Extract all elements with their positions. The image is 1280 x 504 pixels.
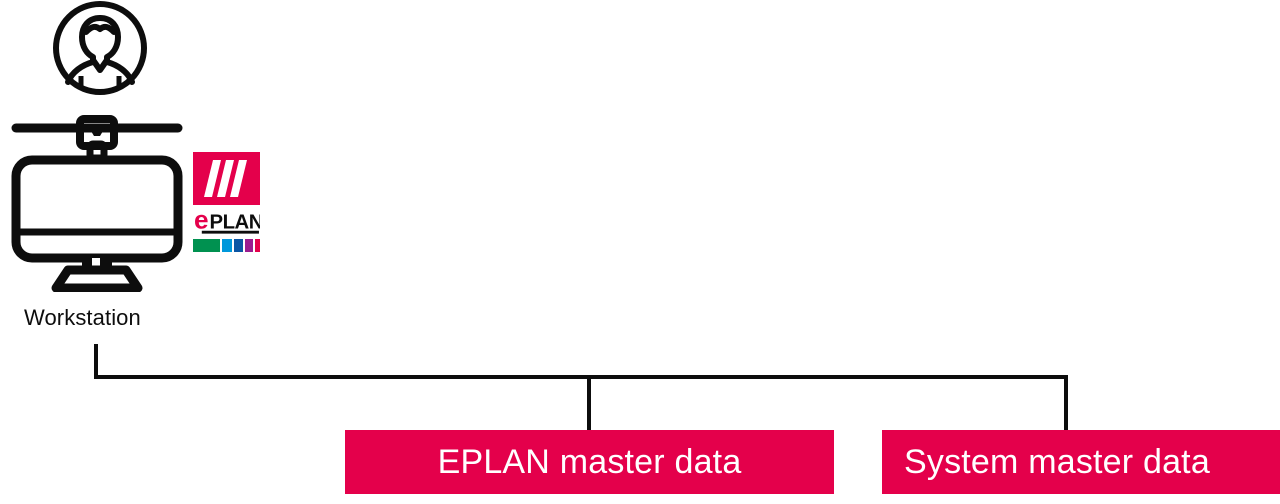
node-system-master-data[interactable]: System master data bbox=[882, 430, 1280, 494]
color-bar-lightblue bbox=[222, 239, 232, 252]
svg-text:PLAN: PLAN bbox=[210, 211, 260, 233]
color-bar-darkblue bbox=[233, 239, 244, 252]
workstation-label: Workstation bbox=[24, 305, 141, 330]
eplan-logo: e PLAN bbox=[193, 152, 260, 256]
svg-text:e: e bbox=[194, 206, 209, 234]
eplan-logo-mark bbox=[193, 152, 260, 205]
node-eplan-master-data-label: EPLAN master data bbox=[437, 442, 742, 481]
desktop-monitor-icon bbox=[8, 112, 186, 292]
user-avatar-icon bbox=[46, 0, 154, 100]
eplan-wordmark: e PLAN bbox=[193, 205, 260, 237]
connector-lines bbox=[0, 330, 1280, 450]
color-bar-purple bbox=[245, 239, 254, 252]
color-bar-green bbox=[193, 239, 221, 252]
color-bar-crimson bbox=[255, 239, 260, 252]
node-system-master-data-label: System master data bbox=[904, 442, 1210, 481]
eplan-color-bars bbox=[193, 239, 260, 252]
node-eplan-master-data[interactable]: EPLAN master data bbox=[345, 430, 834, 494]
